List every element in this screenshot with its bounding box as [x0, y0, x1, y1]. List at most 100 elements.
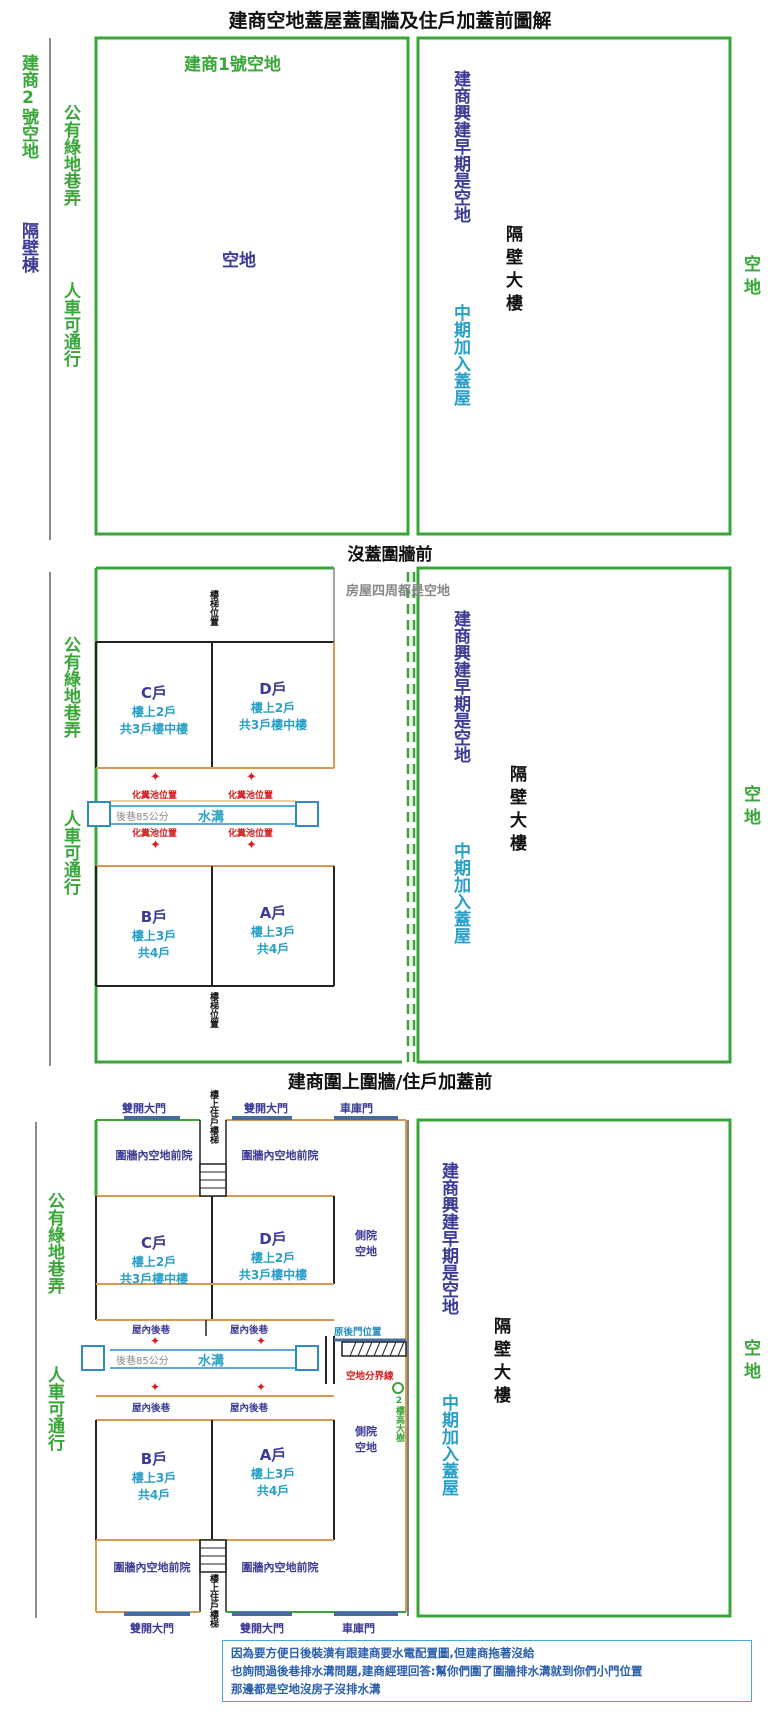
ditch-label-3: 水溝: [198, 1354, 225, 1369]
unit-b-label: B戶: [140, 908, 168, 926]
inner-back-alley-c: 屋內後巷: [132, 1325, 171, 1336]
unit-d-3-label: D戶: [259, 1230, 287, 1248]
septic-marker-d: ✦: [246, 770, 257, 785]
double-door-top-left: 雙開大門: [122, 1102, 166, 1115]
septic-label-d: 化糞池位置: [228, 791, 274, 801]
unit-d-label: D戶: [259, 680, 287, 698]
stair-label-top: 樓梯位置: [208, 590, 218, 626]
unit-d-upstairs: 樓上2戶: [250, 701, 296, 715]
section3-title: 建商圍上圍牆/住戶加蓋前: [287, 1072, 493, 1093]
inner-back-alley-a: 屋內後巷: [230, 1403, 269, 1414]
tree-label: 2樓高大樹: [394, 1396, 404, 1442]
upper-stair-bottom: 樓上住戶樓梯: [208, 1574, 218, 1628]
mid-added-label: 中期加入蓋屋: [450, 304, 470, 406]
septic-label-c: 化糞池位置: [132, 791, 178, 801]
septic-label-a: 化糞池位置: [228, 829, 274, 839]
unit-c-3: C戶 樓上2戶 共3戶樓中樓: [98, 1232, 210, 1287]
side-yard-top: 側院空地: [355, 1229, 377, 1258]
unit-d-total: 共3戶樓中樓: [238, 718, 308, 732]
unit-d-3-upstairs: 樓上2戶: [250, 1251, 296, 1265]
empty-lot-label: 空地: [222, 251, 256, 271]
septic-marker-d-3: ✦: [256, 1334, 267, 1348]
unit-b-3-total: 共4戶: [137, 1488, 171, 1502]
unit-c-total: 共3戶樓中樓: [119, 722, 189, 736]
front-yard-bottom-left: 圍牆內空地前院: [113, 1561, 191, 1574]
unit-b-3: B戶 樓上3戶 共4戶: [98, 1448, 210, 1503]
builder-early-label-3: 建商興建早期是空地: [438, 1162, 458, 1315]
note-line-3: 那邊都是空地沒房子沒排水溝: [231, 1682, 381, 1696]
unit-b-total: 共4戶: [137, 946, 171, 960]
unit-d-3-total: 共3戶樓中樓: [238, 1268, 308, 1282]
builder-lot2-label: 建商2號空地: [18, 54, 38, 159]
green-alley-label-2: 公有綠地巷弄: [60, 636, 80, 738]
people-cars-label-2: 人車可通行: [60, 810, 80, 895]
green-alley-label-3: 公有綠地巷弄: [44, 1192, 64, 1294]
unit-a-total: 共4戶: [256, 942, 290, 956]
front-yard-top-right: 圍牆內空地前院: [241, 1149, 319, 1162]
front-yard-top-left: 圍牆內空地前院: [115, 1149, 193, 1162]
double-door-bottom-right: 雙開大門: [240, 1622, 284, 1635]
septic-marker-a: ✦: [246, 838, 257, 853]
mid-added-label-2: 中期加入蓋屋: [450, 842, 470, 944]
builder-early-label: 建商興建早期是空地: [450, 70, 470, 223]
people-cars-label: 人車可通行: [60, 282, 80, 367]
garage-door-bottom: 車庫門: [342, 1622, 375, 1635]
lot-boundary-label: 空地分界線: [346, 1371, 394, 1382]
note-line-2: 也詢問過後巷排水溝問題,建商經理回答:幫你們圍了圍牆排水溝就到你們小門位置: [231, 1664, 643, 1678]
unit-c-3-upstairs: 樓上2戶: [131, 1255, 177, 1269]
unit-c: C戶 樓上2戶 共3戶樓中樓: [98, 682, 210, 737]
double-door-top-right: 雙開大門: [244, 1102, 288, 1115]
unit-d-3: D戶 樓上2戶 共3戶樓中樓: [214, 1228, 332, 1283]
unit-a: A戶 樓上3戶 共4戶: [214, 902, 332, 957]
note-box: 因為要方便日後裝潢有跟建商要水電配置圖,但建商拖著沒給 也詢問過後巷排水溝問題,…: [222, 1640, 752, 1702]
septic-marker-b: ✦: [150, 838, 161, 853]
unit-c-upstairs: 樓上2戶: [131, 705, 177, 719]
front-yard-bottom-right: 圍牆內空地前院: [241, 1561, 319, 1574]
unit-d: D戶 樓上2戶 共3戶樓中樓: [214, 678, 332, 733]
inner-back-alley-d: 屋內後巷: [230, 1325, 269, 1336]
septic-marker-c: ✦: [150, 770, 161, 785]
right-lot-box: [416, 36, 732, 536]
note-line-1: 因為要方便日後裝潢有跟建商要水電配置圖,但建商拖著沒給: [231, 1646, 535, 1660]
back-alley-width-3: 後巷85公分: [116, 1356, 169, 1367]
septic-marker-a-3: ✦: [256, 1380, 267, 1394]
side-yard-bottom: 側院空地: [355, 1425, 377, 1454]
neighbor-tower-label-2: 隔壁大樓: [510, 765, 527, 854]
around-empty-label: 房屋四周都是空地: [346, 584, 451, 599]
double-door-bottom-left: 雙開大門: [130, 1622, 174, 1635]
garage-door-top: 車庫門: [340, 1102, 373, 1115]
builder-lot1-label: 建商1號空地: [184, 55, 281, 75]
people-cars-label-3: 人車可通行: [44, 1366, 64, 1451]
unit-c-3-label: C戶: [140, 1234, 167, 1252]
main-title: 建商空地蓋屋蓋圍牆及住戶加蓋前圖解: [228, 10, 552, 32]
mid-added-label-3: 中期加入蓋屋: [438, 1394, 458, 1496]
unit-b: B戶 樓上3戶 共4戶: [98, 906, 210, 961]
unit-c-3-total: 共3戶樓中樓: [119, 1272, 189, 1286]
inner-back-alley-b: 屋內後巷: [132, 1403, 171, 1414]
unit-a-label: A戶: [259, 904, 287, 922]
unit-b-3-label: B戶: [140, 1450, 168, 1468]
empty-lot-right-label: 空地: [744, 255, 761, 298]
neighbor-tower-label-3: 隔壁大樓: [494, 1317, 511, 1406]
empty-lot-right-label-2: 空地: [744, 785, 761, 828]
green-alley-label: 公有綠地巷弄: [60, 104, 80, 206]
unit-b-3-upstairs: 樓上3戶: [131, 1471, 177, 1485]
section2-title: 沒蓋圍牆前: [347, 545, 433, 565]
unit-a-3-upstairs: 樓上3戶: [250, 1467, 296, 1481]
builder-early-label-2: 建商興建早期是空地: [450, 610, 470, 763]
unit-a-3-total: 共4戶: [256, 1484, 290, 1498]
upper-stair-top: 樓上住戶樓梯: [208, 1090, 218, 1144]
neighbor-building-left-label: 隔壁棟: [18, 222, 38, 273]
ditch-label: 水溝: [198, 810, 225, 825]
empty-lot-right-label-3: 空地: [744, 1339, 761, 1382]
septic-marker-b-3: ✦: [150, 1380, 161, 1394]
septic-marker-c-3: ✦: [150, 1334, 161, 1348]
unit-c-label: C戶: [140, 684, 167, 702]
lot1-box: [94, 36, 410, 536]
unit-b-upstairs: 樓上3戶: [131, 929, 177, 943]
septic-label-b: 化糞池位置: [132, 829, 178, 839]
orig-back-door-label: 原後門位置: [334, 1327, 382, 1338]
unit-a-upstairs: 樓上3戶: [250, 925, 296, 939]
neighbor-tower-label: 隔壁大樓: [506, 225, 523, 314]
unit-a-3: A戶 樓上3戶 共4戶: [214, 1444, 332, 1499]
